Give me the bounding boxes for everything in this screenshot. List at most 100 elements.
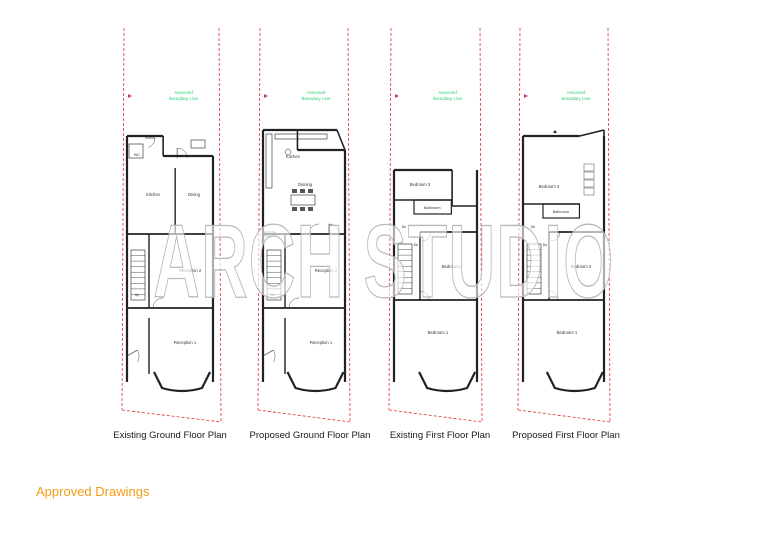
room-label-bedroom-3: Bedroom 3 [410,182,431,187]
worktop [274,133,328,140]
boundary-line [257,409,351,423]
bay-window [418,371,477,393]
plan-title-proposed-ground: Proposed Ground Floor Plan [249,430,371,441]
chair [308,207,313,211]
door-swing [419,290,430,301]
bench [264,231,276,237]
room-label-kitchen: Kitchen [286,154,301,159]
wc-room [128,143,144,159]
sink [284,148,292,156]
room-label-bedroom-2: Bedroom 2 [571,264,592,269]
dining-table [290,194,316,206]
chair [300,189,305,193]
bathroom-wall [542,203,581,219]
door-swing [288,297,300,309]
boundary-line [607,27,611,423]
boundary-label: Assumed [567,90,586,95]
chair [292,207,297,211]
chair [292,189,297,193]
staircase [397,243,413,295]
door-leaf [126,349,138,357]
boundary-line [121,27,125,411]
room-label-dn: Dn [414,243,419,247]
boundary-arrow [264,94,268,98]
room-label-reception-1: Reception 1 [310,340,333,345]
room-label-bathroom: Bathroom [553,210,569,214]
door-swing [273,349,276,363]
boundary-line [517,409,611,423]
boundary-label: Boundary Line [561,96,591,101]
bay-window [153,371,212,393]
boundary-label: Boundary Line [169,96,199,101]
room-label-bathroom: Bathroom [424,206,440,210]
door-leaf [262,349,274,357]
room-label-bedroom-1: Bedroom 1 [557,330,578,335]
boundary-label: Assumed [174,90,193,95]
boundary-line [257,27,261,411]
boundary-line [388,409,483,423]
boundary-arrow [524,94,528,98]
door-swing [550,231,561,242]
appliance-box [190,139,206,149]
room-label-bedroom-3: Bedroom 3 [539,184,560,189]
room-label-reception-2: Reception 2 [179,268,202,273]
boundary-label: Boundary Line [301,96,331,101]
boundary-line [218,27,222,423]
staircase [266,249,282,301]
boundary-arrow [128,94,132,98]
bay-window [545,371,604,393]
room-label-dining: Dining [188,192,201,197]
boundary-label: Assumed [438,90,457,95]
room-label-reception-2: Reception 2 [315,268,338,273]
plan-title-existing-ground: Existing Ground Floor Plan [113,430,227,441]
door-swing [548,290,559,301]
room-label-bedroom-2: Bedroom 2 [442,264,463,269]
room-label-wc: WC [134,153,140,157]
worktop [265,133,273,189]
boundary-label: Boundary Line [433,96,463,101]
boundary-arrow [395,94,399,98]
room-label-up: Up [135,293,140,297]
roof-light [583,179,595,188]
bay-window [286,371,345,393]
room-label-dn: Dn [543,243,548,247]
door-swing [308,223,320,235]
room-label-bedroom-1: Bedroom 1 [428,330,449,335]
room-label-dn: Dn [531,225,536,229]
staircase [130,249,146,301]
room-label-kitchen: Kitchen [146,192,161,197]
bathroom-wall [413,199,452,215]
chair [300,207,305,211]
door-swing [148,137,156,148]
room-label-reception-1: Reception 1 [174,340,197,345]
room-label-up: Up [271,293,276,297]
roof-light [583,163,595,172]
door-swing [421,231,432,242]
boundary-line [388,27,392,411]
boundary-line [347,27,351,423]
plan-title-proposed-first: Proposed First Floor Plan [512,430,620,441]
wall [336,129,346,151]
door-swing [328,223,340,235]
boundary-line [517,27,521,411]
boundary-line [121,409,222,423]
room-label-dn: Dn [402,225,407,229]
wall [579,129,605,137]
chair [308,189,313,193]
plan-title-existing-first: Existing First Floor Plan [389,430,491,441]
boundary-label: Assumed [307,90,326,95]
arrow-marker [553,130,557,133]
staircase [526,243,542,295]
boundary-line [479,27,483,423]
approved-drawings-label: Approved Drawings [36,484,150,499]
door-swing [177,147,188,159]
room-label-dining: Dinning [298,182,313,187]
door-swing [137,349,140,363]
roof-light [583,187,595,196]
roof-light [583,171,595,180]
